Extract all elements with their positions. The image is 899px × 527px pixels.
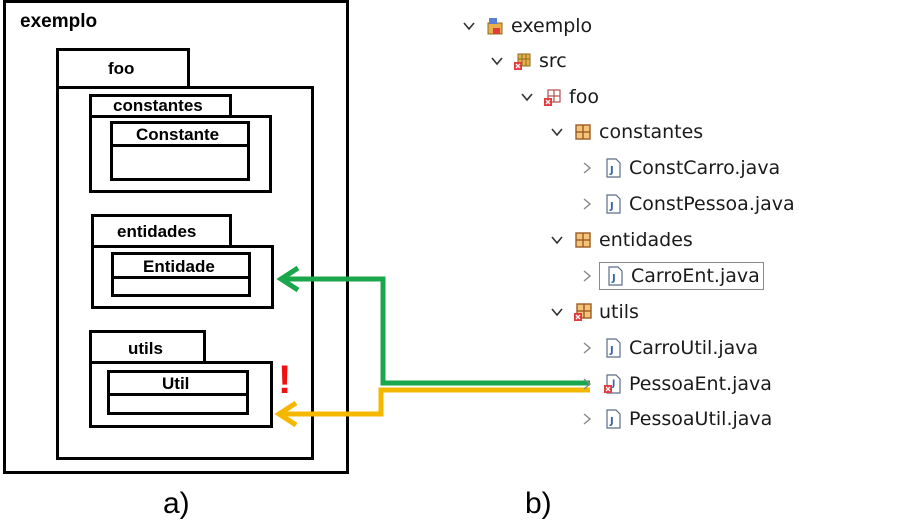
entidade-class-box xyxy=(111,252,251,297)
java-file-icon: J xyxy=(606,158,621,178)
tree-row-utils[interactable]: utils xyxy=(549,294,639,330)
java-file-icon: J xyxy=(606,409,621,429)
project-name: exemplo xyxy=(511,15,593,37)
entidade-class-divider xyxy=(111,276,251,279)
svg-text:J: J xyxy=(611,273,616,284)
svg-text:J: J xyxy=(611,379,615,389)
project-label: exemplo xyxy=(20,11,98,32)
java-file-icon: J xyxy=(608,266,623,286)
selected-file-highlight[interactable]: J CarroEnt.java xyxy=(599,262,764,290)
tree-row-constcarro[interactable]: J ConstCarro.java xyxy=(579,150,780,186)
tree-row-entidades[interactable]: entidades xyxy=(549,222,693,258)
foo-label: foo xyxy=(569,86,599,108)
constante-class-box xyxy=(110,121,250,181)
tree-row-pessoautil[interactable]: J PessoaUtil.java xyxy=(579,401,772,437)
svg-text:J: J xyxy=(609,201,614,212)
green-arrow-line xyxy=(282,276,590,386)
util-class-label: Util xyxy=(162,374,190,393)
svg-text:J: J xyxy=(609,345,614,356)
utils-label: utils xyxy=(599,301,639,323)
chevron-right-icon[interactable] xyxy=(579,376,595,392)
warning-mark: ! xyxy=(278,358,292,402)
file-name: CarroUtil.java xyxy=(629,337,759,359)
chevron-right-icon[interactable] xyxy=(579,160,595,176)
yellow-arrow-line xyxy=(280,387,590,417)
constante-class-divider xyxy=(110,144,250,147)
chevron-down-icon[interactable] xyxy=(549,124,565,140)
tree-row-pessoaent[interactable]: J PessoaEnt.java xyxy=(579,366,772,402)
tree-row-constpessoa[interactable]: J ConstPessoa.java xyxy=(579,186,795,222)
chevron-down-icon[interactable] xyxy=(549,304,565,320)
green-arrowhead xyxy=(276,265,300,293)
package-error-icon xyxy=(544,89,561,106)
entidades-package-label: entidades xyxy=(117,222,197,241)
file-name: PessoaUtil.java xyxy=(629,408,773,430)
svg-text:J: J xyxy=(609,416,614,427)
caption-a: a) xyxy=(163,487,190,520)
caption-b: b) xyxy=(525,487,552,520)
constantes-package-label: constantes xyxy=(113,96,203,115)
chevron-right-icon[interactable] xyxy=(579,411,595,427)
package-error-icon xyxy=(574,303,592,321)
chevron-right-icon[interactable] xyxy=(579,196,595,212)
util-class-divider xyxy=(107,393,249,396)
chevron-down-icon[interactable] xyxy=(519,89,535,105)
java-project-icon xyxy=(487,18,503,35)
file-name: PessoaEnt.java xyxy=(629,373,772,395)
foo-package-label: foo xyxy=(108,59,135,78)
chevron-right-icon[interactable] xyxy=(579,340,595,356)
file-name: ConstPessoa.java xyxy=(629,193,795,215)
source-folder-error-icon xyxy=(514,53,531,70)
constante-class-label: Constante xyxy=(136,125,220,144)
entidade-class-label: Entidade xyxy=(143,257,215,276)
entidades-label: entidades xyxy=(599,229,693,251)
file-name: CarroEnt.java xyxy=(631,265,760,287)
constantes-label: constantes xyxy=(599,121,704,143)
svg-text:J: J xyxy=(609,165,614,176)
chevron-down-icon[interactable] xyxy=(461,18,477,34)
tree-row-carroent[interactable]: J CarroEnt.java xyxy=(579,258,764,294)
package-icon xyxy=(575,232,591,248)
tree-row-constantes[interactable]: constantes xyxy=(549,114,703,150)
chevron-down-icon[interactable] xyxy=(549,232,565,248)
package-icon xyxy=(575,124,591,140)
util-class-box xyxy=(107,370,249,415)
chevron-down-icon[interactable] xyxy=(489,53,505,69)
tree-row-src[interactable]: src xyxy=(489,43,567,79)
java-file-error-icon: J xyxy=(604,374,621,394)
src-label: src xyxy=(539,50,567,72)
java-file-icon: J xyxy=(606,338,621,358)
tree-row-project[interactable]: exemplo xyxy=(461,8,592,44)
tree-row-foo[interactable]: foo xyxy=(519,79,599,115)
yellow-arrowhead xyxy=(274,400,298,428)
chevron-right-icon[interactable] xyxy=(579,268,595,284)
file-name: ConstCarro.java xyxy=(629,157,781,179)
java-file-icon: J xyxy=(606,194,621,214)
utils-package-label: utils xyxy=(128,339,163,358)
tree-row-carroutil[interactable]: J CarroUtil.java xyxy=(579,330,758,366)
